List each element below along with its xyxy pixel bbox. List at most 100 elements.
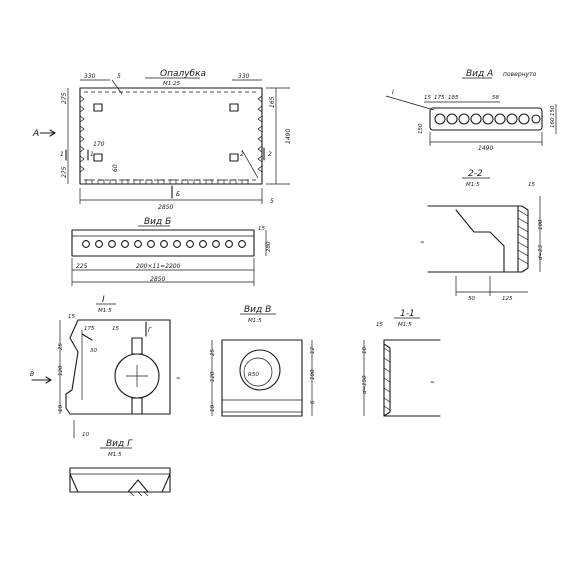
view-v-dim-r2: 100 <box>310 369 316 380</box>
section-1-1: 1-1 М1:5 ≈ 15 10 d=150 <box>362 309 441 417</box>
formwork-left-serration <box>79 95 85 173</box>
node-1-dim-v1: 25 <box>58 343 64 350</box>
view-v-title: Вид В <box>244 305 271 315</box>
view-g-scale: М1:5 <box>108 452 122 458</box>
section-2-2-title: 2-2 <box>468 169 483 179</box>
node-1-dim-bottom: 10 <box>82 432 89 438</box>
formwork-dim-inner-b: 60 <box>112 164 119 172</box>
section-1-1-axis: ≈ <box>430 380 435 386</box>
formwork-view-marker-b: Б <box>176 191 180 198</box>
formwork-dim-top-right: 330 <box>238 73 250 80</box>
view-b-dim-top: 15 <box>258 226 265 232</box>
node-1-dim-v3: 10 <box>58 405 64 412</box>
view-a-dim-right-1: 150 <box>550 105 556 116</box>
section-2-2-outline <box>427 205 529 273</box>
view-v-dim-l1: 25 <box>210 349 216 356</box>
node-1-dim-angle: 30 <box>90 348 97 354</box>
section-2-2-dim-b2: 125 <box>502 296 513 302</box>
formwork-dim-left-top: 275 <box>61 92 68 104</box>
section-mark-2-right: 2 <box>268 151 272 158</box>
formwork-dim-bottom: 2850 <box>158 204 173 211</box>
section-mark-1-right: 1 <box>90 151 94 158</box>
section-2-2-dim-r1: 100 <box>538 219 544 230</box>
formwork-dim-top-mid: 5 <box>117 73 121 80</box>
node-1-outline <box>65 319 171 415</box>
formwork-view: Опалубка М1:25 330 5 330 275 <box>32 69 292 211</box>
section-mark-1-left: 1 <box>60 151 64 158</box>
view-v: Вид В М1:5 R50 25 120 10 12 100 6 <box>210 305 316 417</box>
formwork-scale: М1:25 <box>163 81 181 87</box>
view-v-hole <box>239 349 281 391</box>
view-v-hole-label: R50 <box>248 372 259 378</box>
view-b-dim-height: 280 <box>266 241 272 252</box>
view-a-node-mark: I <box>392 89 394 96</box>
formwork-dim-bottom-right: 5 <box>270 198 274 205</box>
formwork-title: Опалубка <box>160 69 206 79</box>
view-a-dim-length: 1490 <box>478 145 493 152</box>
formwork-dim-right-height: 1490 <box>285 129 292 144</box>
view-v-dim-r1: 12 <box>310 347 316 354</box>
view-a-outline <box>429 107 543 131</box>
view-g: Вид Г М1:5 <box>69 439 171 497</box>
section-1-1-title: 1-1 <box>400 309 415 319</box>
section-1-1-dim-r2: d=150 <box>362 375 368 394</box>
node-1-title: I <box>102 295 105 305</box>
section-1-1-dim-top: 15 <box>376 322 383 328</box>
view-a-dim-right-2: 160 <box>550 117 556 128</box>
formwork-dim-left-bottom: 275 <box>61 166 68 178</box>
view-v-scale: М1:5 <box>248 318 262 324</box>
view-v-outline <box>221 339 303 417</box>
view-a-dim-4: 58 <box>492 95 499 101</box>
section-2-2-dim-b1: 50 <box>468 296 475 302</box>
formwork-dim-top-left: 330 <box>84 73 96 80</box>
view-a-dim-3: 185 <box>448 95 459 101</box>
node-1-dim-v2: 120 <box>58 365 64 376</box>
view-v-dim-l3: 10 <box>210 405 216 412</box>
section-1-1-dim-r1: 10 <box>362 347 368 354</box>
formwork-view-marker-a: А <box>32 129 39 139</box>
embedded-plate <box>93 103 103 112</box>
view-b: Вид Б 15 280 225 200×11=2200 2850 <box>71 217 272 286</box>
view-b-title: Вид Б <box>144 217 171 227</box>
node-1-dim-1: 15 <box>68 314 75 320</box>
view-b-dim-total: 2850 <box>150 276 165 283</box>
formwork-right-serration <box>257 95 263 173</box>
node-1-view-mark-v: В <box>30 371 34 378</box>
view-a-holes <box>434 113 541 125</box>
section-2-2: 2-2 М1:5 ≈ 15 100 d=23 50 125 <box>420 169 544 302</box>
node-1-scale: М1:5 <box>98 308 112 314</box>
node-1-dim-2: 175 <box>84 326 95 332</box>
view-a-title: Вид А <box>466 69 493 79</box>
embedded-plate <box>229 153 239 162</box>
node-1-dim-3: 15 <box>112 326 119 332</box>
node-1-axis: ≈ <box>176 376 181 382</box>
formwork-dim-right-top: 165 <box>269 96 276 108</box>
node-1: I М1:5 15 175 15 25 120 10 10 30 В Г ≈ <box>30 295 181 438</box>
view-v-dim-l2: 120 <box>210 371 216 382</box>
view-a-dim-left: 150 <box>418 123 424 134</box>
formwork-outline <box>79 87 263 185</box>
view-a: Вид А повернуто I 15 175 185 58 150 160 … <box>385 69 557 152</box>
section-2-2-dim-top: 15 <box>528 182 535 188</box>
node-1-view-mark-g: Г <box>148 327 152 334</box>
view-g-notch <box>127 479 149 493</box>
embedded-plate <box>93 153 103 162</box>
section-1-1-scale: М1:5 <box>398 322 412 328</box>
view-a-note: повернуто <box>503 71 537 78</box>
view-b-dim-mid: 200×11=2200 <box>136 263 181 270</box>
view-g-outline <box>69 467 171 493</box>
view-a-dim-1: 15 <box>424 95 431 101</box>
view-g-title: Вид Г <box>106 439 133 449</box>
embedded-plate <box>229 103 239 112</box>
view-v-dim-r3: 6 <box>310 400 316 404</box>
section-1-1-outline <box>383 339 441 417</box>
section-2-2-scale: М1:5 <box>466 182 480 188</box>
section-2-2-dim-r2: d=23 <box>538 244 544 260</box>
view-b-outline <box>71 229 255 257</box>
formwork-dim-inner-a: 170 <box>93 141 105 148</box>
view-b-holes <box>82 240 246 248</box>
view-b-dim-left: 225 <box>76 263 88 270</box>
section-2-2-axis: ≈ <box>420 240 425 246</box>
section-mark-2-left: 2 <box>240 151 244 158</box>
